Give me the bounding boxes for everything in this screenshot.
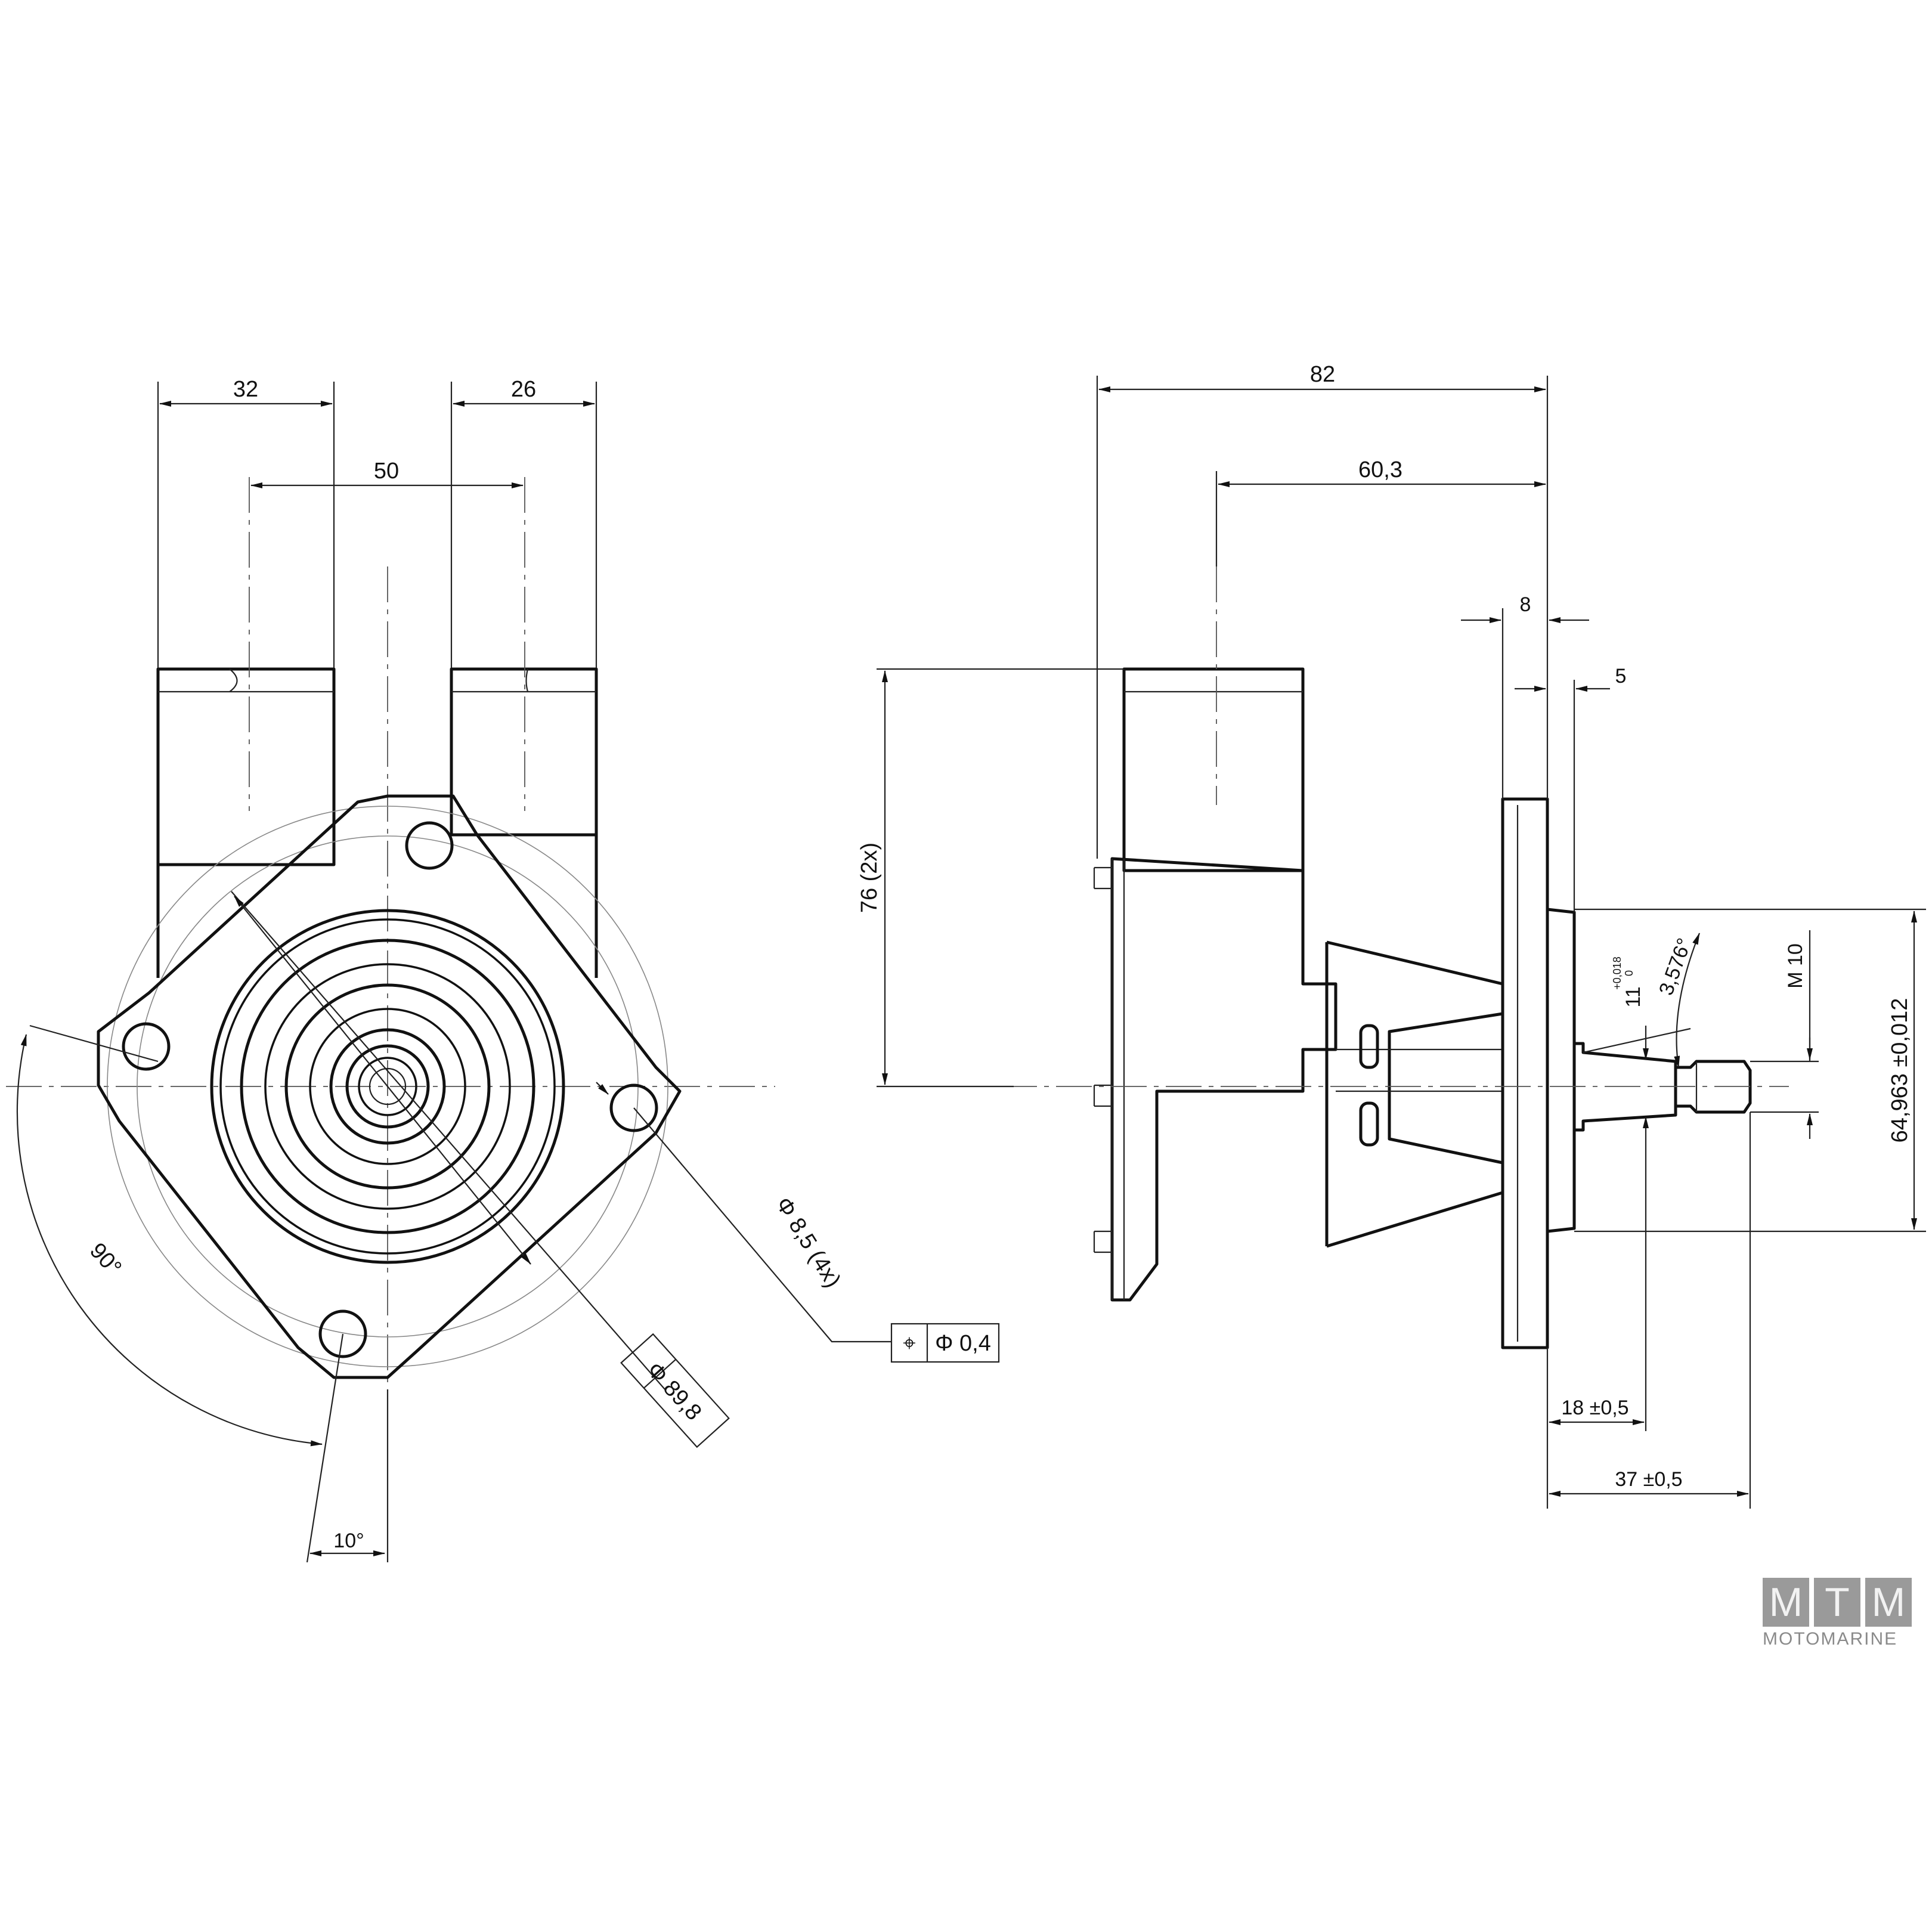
mounting-flange (97, 794, 682, 1379)
side-port-housing (1122, 667, 1305, 872)
dim-82-label: 82 (1310, 362, 1335, 387)
side-bracket (1326, 940, 1504, 1248)
position-tolerance-frame: ⌖ Φ 0,4 (890, 1323, 1000, 1363)
mounting-hole (405, 821, 454, 870)
mounting-hole (609, 1083, 658, 1132)
side-flange (1501, 797, 1549, 1349)
dim-angle-10-label: 10° (333, 1530, 364, 1552)
outlet-port (450, 667, 598, 978)
dim-hole-label: Φ 8,5 (4x) (770, 1193, 846, 1292)
side-spigot (1547, 908, 1576, 1233)
front-view: 32 26 50 Φ 89,8 Φ 8,5 (4x) ⌖ Φ 0,4 (6, 377, 1000, 1563)
dim-76-label: 76 (2x) (857, 843, 882, 913)
dim-angle-90-label: 90° (85, 1239, 126, 1281)
dim-5-label: 5 (1615, 665, 1627, 688)
dim-50-label: 50 (374, 459, 399, 484)
dim-taper-label: 3,576° (1655, 935, 1696, 998)
logo-subtitle: MOTOMARINE (1763, 1629, 1898, 1649)
logo-letter: M (1865, 1578, 1912, 1627)
dim-8-label: 8 (1520, 593, 1531, 616)
tolerance-symbol: ⌖ (903, 1331, 915, 1356)
inlet-port (156, 667, 336, 978)
dim-shaft-diameter-label: 11 (1622, 986, 1645, 1007)
logo-letter: M (1763, 1578, 1809, 1627)
dim-thread-label: M 10 (1784, 943, 1807, 989)
dim-shaft-tol-upper: +0,018 (1611, 956, 1623, 990)
slot (1359, 1101, 1379, 1147)
dim-60-3-label: 60,3 (1358, 457, 1402, 482)
slot (1359, 1024, 1379, 1069)
brand-logo: M T M MOTOMARINE (1763, 1578, 1924, 1649)
dim-shaft-start-label: 18 ±0,5 (1561, 1397, 1628, 1419)
tolerance-value: Φ 0,4 (935, 1331, 991, 1356)
side-shaft (1574, 1042, 1677, 1132)
logo-letter: T (1814, 1578, 1860, 1627)
mounting-hole (122, 1022, 171, 1071)
dim-bolt-circle-label: Φ 89,8 (642, 1358, 706, 1425)
dim-pilot-diameter-label: 64,963 ±0,012 (1887, 998, 1912, 1143)
dim-32-label: 32 (233, 377, 258, 402)
dim-shaft-tol-lower: 0 (1623, 970, 1635, 976)
side-pump-body (1110, 857, 1337, 1302)
dim-shaft-end-label: 37 ±0,5 (1615, 1468, 1682, 1491)
side-view: 82 60,3 8 5 76 (2x) 64,963 ±0,012 M 10 (857, 362, 1926, 1509)
dim-26-label: 26 (511, 377, 536, 402)
bolt-circle-callout: Φ 89,8 (620, 1333, 730, 1448)
